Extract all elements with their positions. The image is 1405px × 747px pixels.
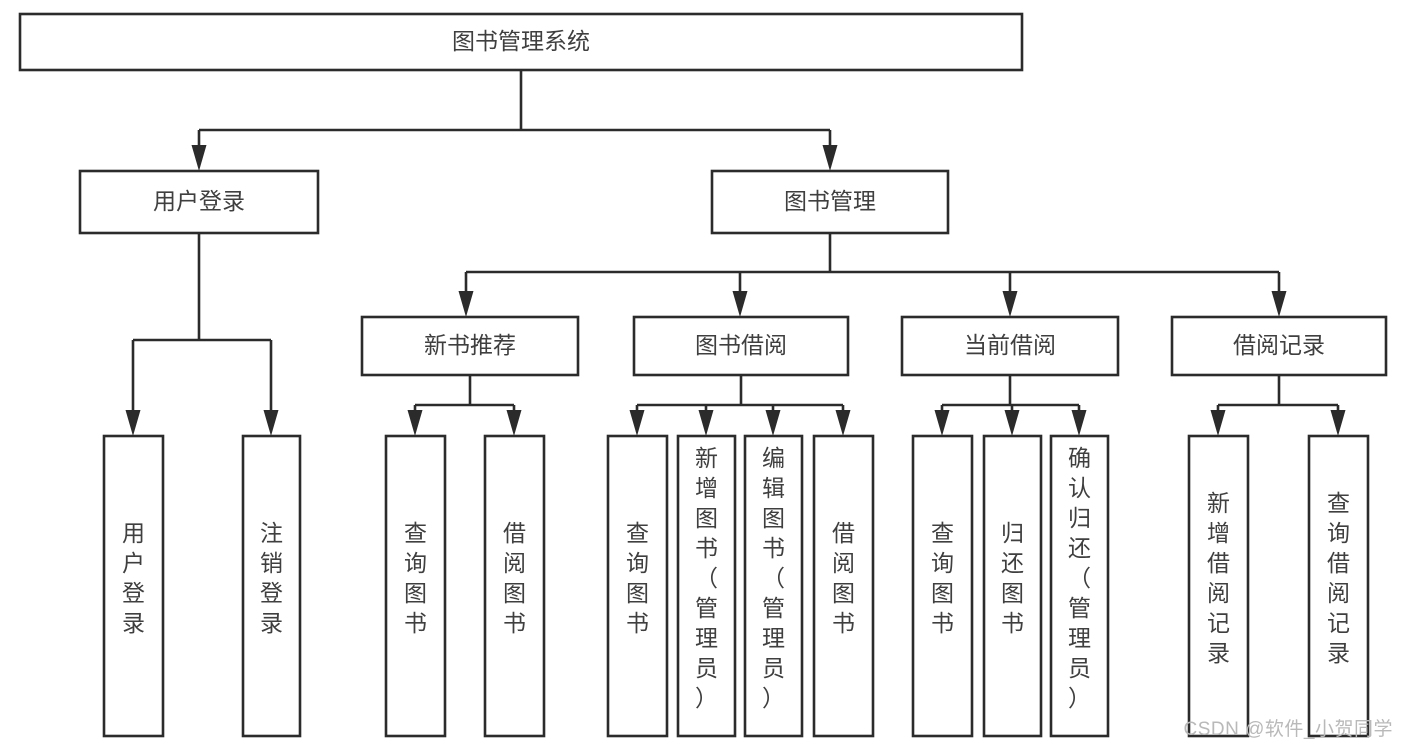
- node-label: 注销登录: [260, 520, 283, 636]
- node-label: 查询图书: [626, 520, 649, 636]
- node-leaf-add-borrow-record[interactable]: 新增借阅记录: [1187, 434, 1250, 738]
- connector-current-borrow-to-leaves: [934, 375, 1087, 436]
- node-leaf-query-borrow-record[interactable]: 查询借阅记录: [1307, 434, 1370, 738]
- connector-new-book-recommend-to-leaves: [407, 375, 522, 436]
- node-new-book-recommend[interactable]: 新书推荐: [360, 315, 580, 377]
- node-leaf-borrow-books-new[interactable]: 借阅图书: [483, 434, 546, 738]
- node-label: 新书推荐: [424, 332, 516, 358]
- node-leaf-borrow-books-borrow[interactable]: 借阅图书: [812, 434, 875, 738]
- connector-book-borrow-to-leaves: [629, 375, 851, 436]
- node-label: 借阅记录: [1233, 332, 1325, 358]
- connector-root-to-level2: [191, 70, 838, 171]
- node-current-borrow[interactable]: 当前借阅: [900, 315, 1120, 377]
- connector-borrow-records-to-leaves: [1210, 375, 1346, 436]
- node-leaf-add-book-admin[interactable]: 新增图书（管理员）: [676, 434, 737, 738]
- node-layer: 图书管理系统用户登录图书管理新书推荐图书借阅当前借阅借阅记录用户登录注销登录查询…: [18, 12, 1388, 738]
- node-label: 查询借阅记录: [1327, 490, 1350, 666]
- node-leaf-query-books-current[interactable]: 查询图书: [911, 434, 974, 738]
- node-leaf-confirm-return-admin[interactable]: 确认归还（管理员）: [1049, 434, 1110, 738]
- node-borrow-records[interactable]: 借阅记录: [1170, 315, 1388, 377]
- node-leaf-return-books[interactable]: 归还图书: [982, 434, 1043, 738]
- node-label: 查询图书: [404, 520, 427, 636]
- node-leaf-logout-login[interactable]: 注销登录: [241, 434, 302, 738]
- node-label: 确认归还（管理员）: [1068, 445, 1091, 711]
- node-label: 图书管理系统: [452, 28, 590, 54]
- node-label: 查询图书: [931, 520, 954, 636]
- node-book-borrow[interactable]: 图书借阅: [632, 315, 850, 377]
- node-leaf-edit-book-admin[interactable]: 编辑图书（管理员）: [743, 434, 804, 738]
- connector-book-management-to-level3: [458, 233, 1287, 317]
- node-label: 用户登录: [153, 188, 245, 214]
- node-user-login[interactable]: 用户登录: [78, 169, 320, 235]
- node-label: 新增图书（管理员）: [695, 445, 718, 711]
- node-leaf-user-login[interactable]: 用户登录: [102, 434, 165, 738]
- node-leaf-query-books-borrow[interactable]: 查询图书: [606, 434, 669, 738]
- node-label: 编辑图书（管理员）: [762, 445, 785, 711]
- node-root[interactable]: 图书管理系统: [18, 12, 1024, 72]
- node-label: 新增借阅记录: [1207, 490, 1230, 666]
- node-label: 借阅图书: [503, 520, 526, 636]
- node-label: 借阅图书: [832, 520, 855, 636]
- connector-layer: [125, 70, 1346, 436]
- connector-user-login-to-leaves: [125, 233, 279, 436]
- node-label: 当前借阅: [964, 332, 1056, 358]
- node-label: 图书管理: [784, 188, 876, 214]
- node-book-management[interactable]: 图书管理: [710, 169, 950, 235]
- node-leaf-query-books-new[interactable]: 查询图书: [384, 434, 447, 738]
- node-label: 归还图书: [1001, 520, 1024, 636]
- node-label: 用户登录: [122, 520, 145, 636]
- node-label: 图书借阅: [695, 332, 787, 358]
